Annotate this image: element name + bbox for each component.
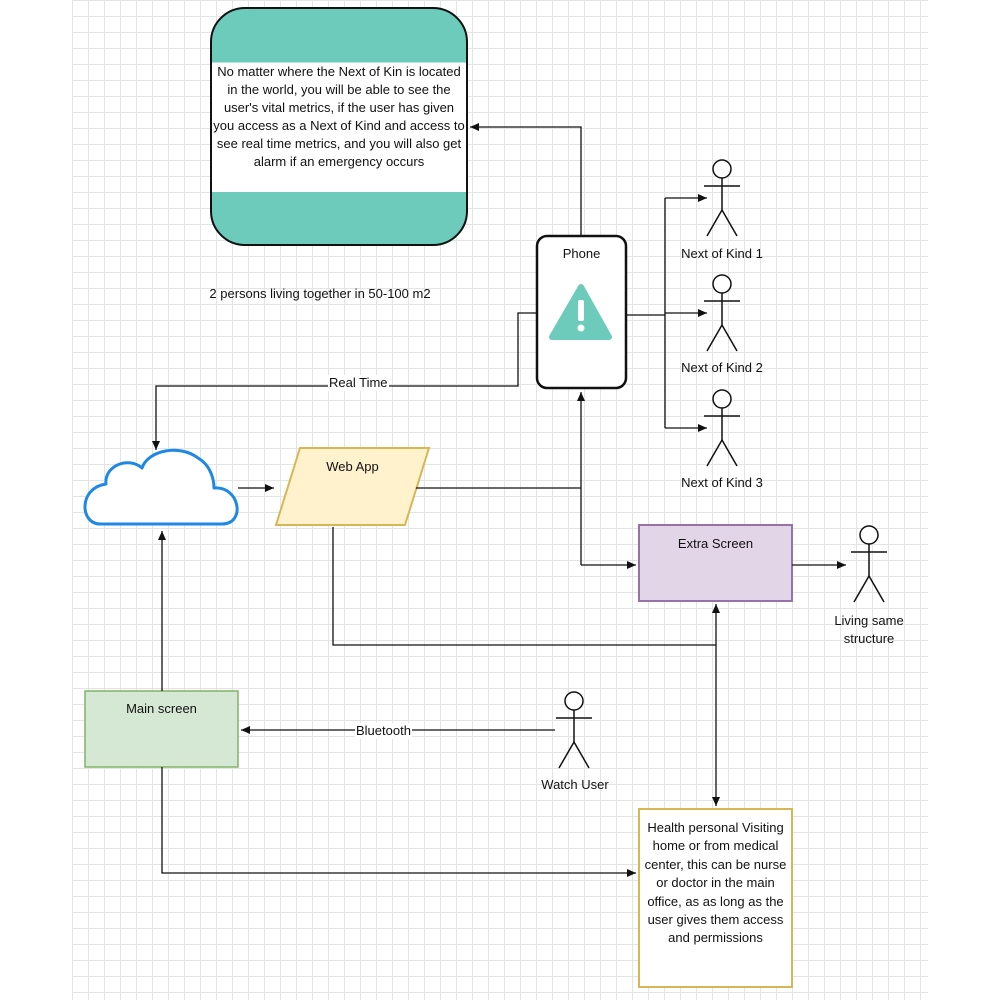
health-personal-node[interactable] — [638, 808, 793, 988]
next-of-kin-2-label: Next of Kind 2 — [681, 360, 763, 375]
real-time-label: Real Time — [328, 375, 389, 391]
warning-triangle-icon — [549, 284, 612, 340]
edge-webapp-down — [332, 527, 716, 646]
stick-figure-icon — [556, 691, 592, 769]
phone-label: Phone — [562, 246, 601, 261]
extra-screen-label: Extra Screen — [677, 536, 754, 551]
next-of-kin-1-label: Next of Kind 1 — [681, 246, 763, 261]
bluetooth-label: Bluetooth — [355, 723, 412, 739]
cloud-icon — [83, 448, 239, 526]
health-personal-label: Health personal Visiting home or from me… — [644, 820, 787, 946]
edge-phone-to-note — [470, 123, 582, 236]
stick-figure-icon — [704, 159, 740, 237]
watch-user-label: Watch User — [541, 777, 609, 792]
web-app-node[interactable] — [274, 447, 431, 526]
stick-figure-icon — [704, 274, 740, 352]
note-box[interactable] — [210, 7, 468, 246]
note-text: No matter where the Next of Kin is locat… — [213, 64, 465, 169]
edge-main-to-health — [161, 767, 636, 877]
info-text: 2 persons living together in 50-100 m2 — [209, 286, 431, 301]
extra-screen-node[interactable] — [638, 524, 793, 602]
stick-figure-icon — [851, 525, 887, 603]
edge-real-time — [152, 312, 537, 450]
living-same-label: Living same structure — [834, 613, 904, 646]
main-screen-label: Main screen — [126, 701, 197, 716]
stick-figure-icon — [704, 389, 740, 467]
next-of-kin-3-label: Next of Kind 3 — [681, 475, 763, 490]
web-app-label: Web App — [326, 459, 379, 474]
main-screen-node[interactable] — [84, 690, 239, 768]
